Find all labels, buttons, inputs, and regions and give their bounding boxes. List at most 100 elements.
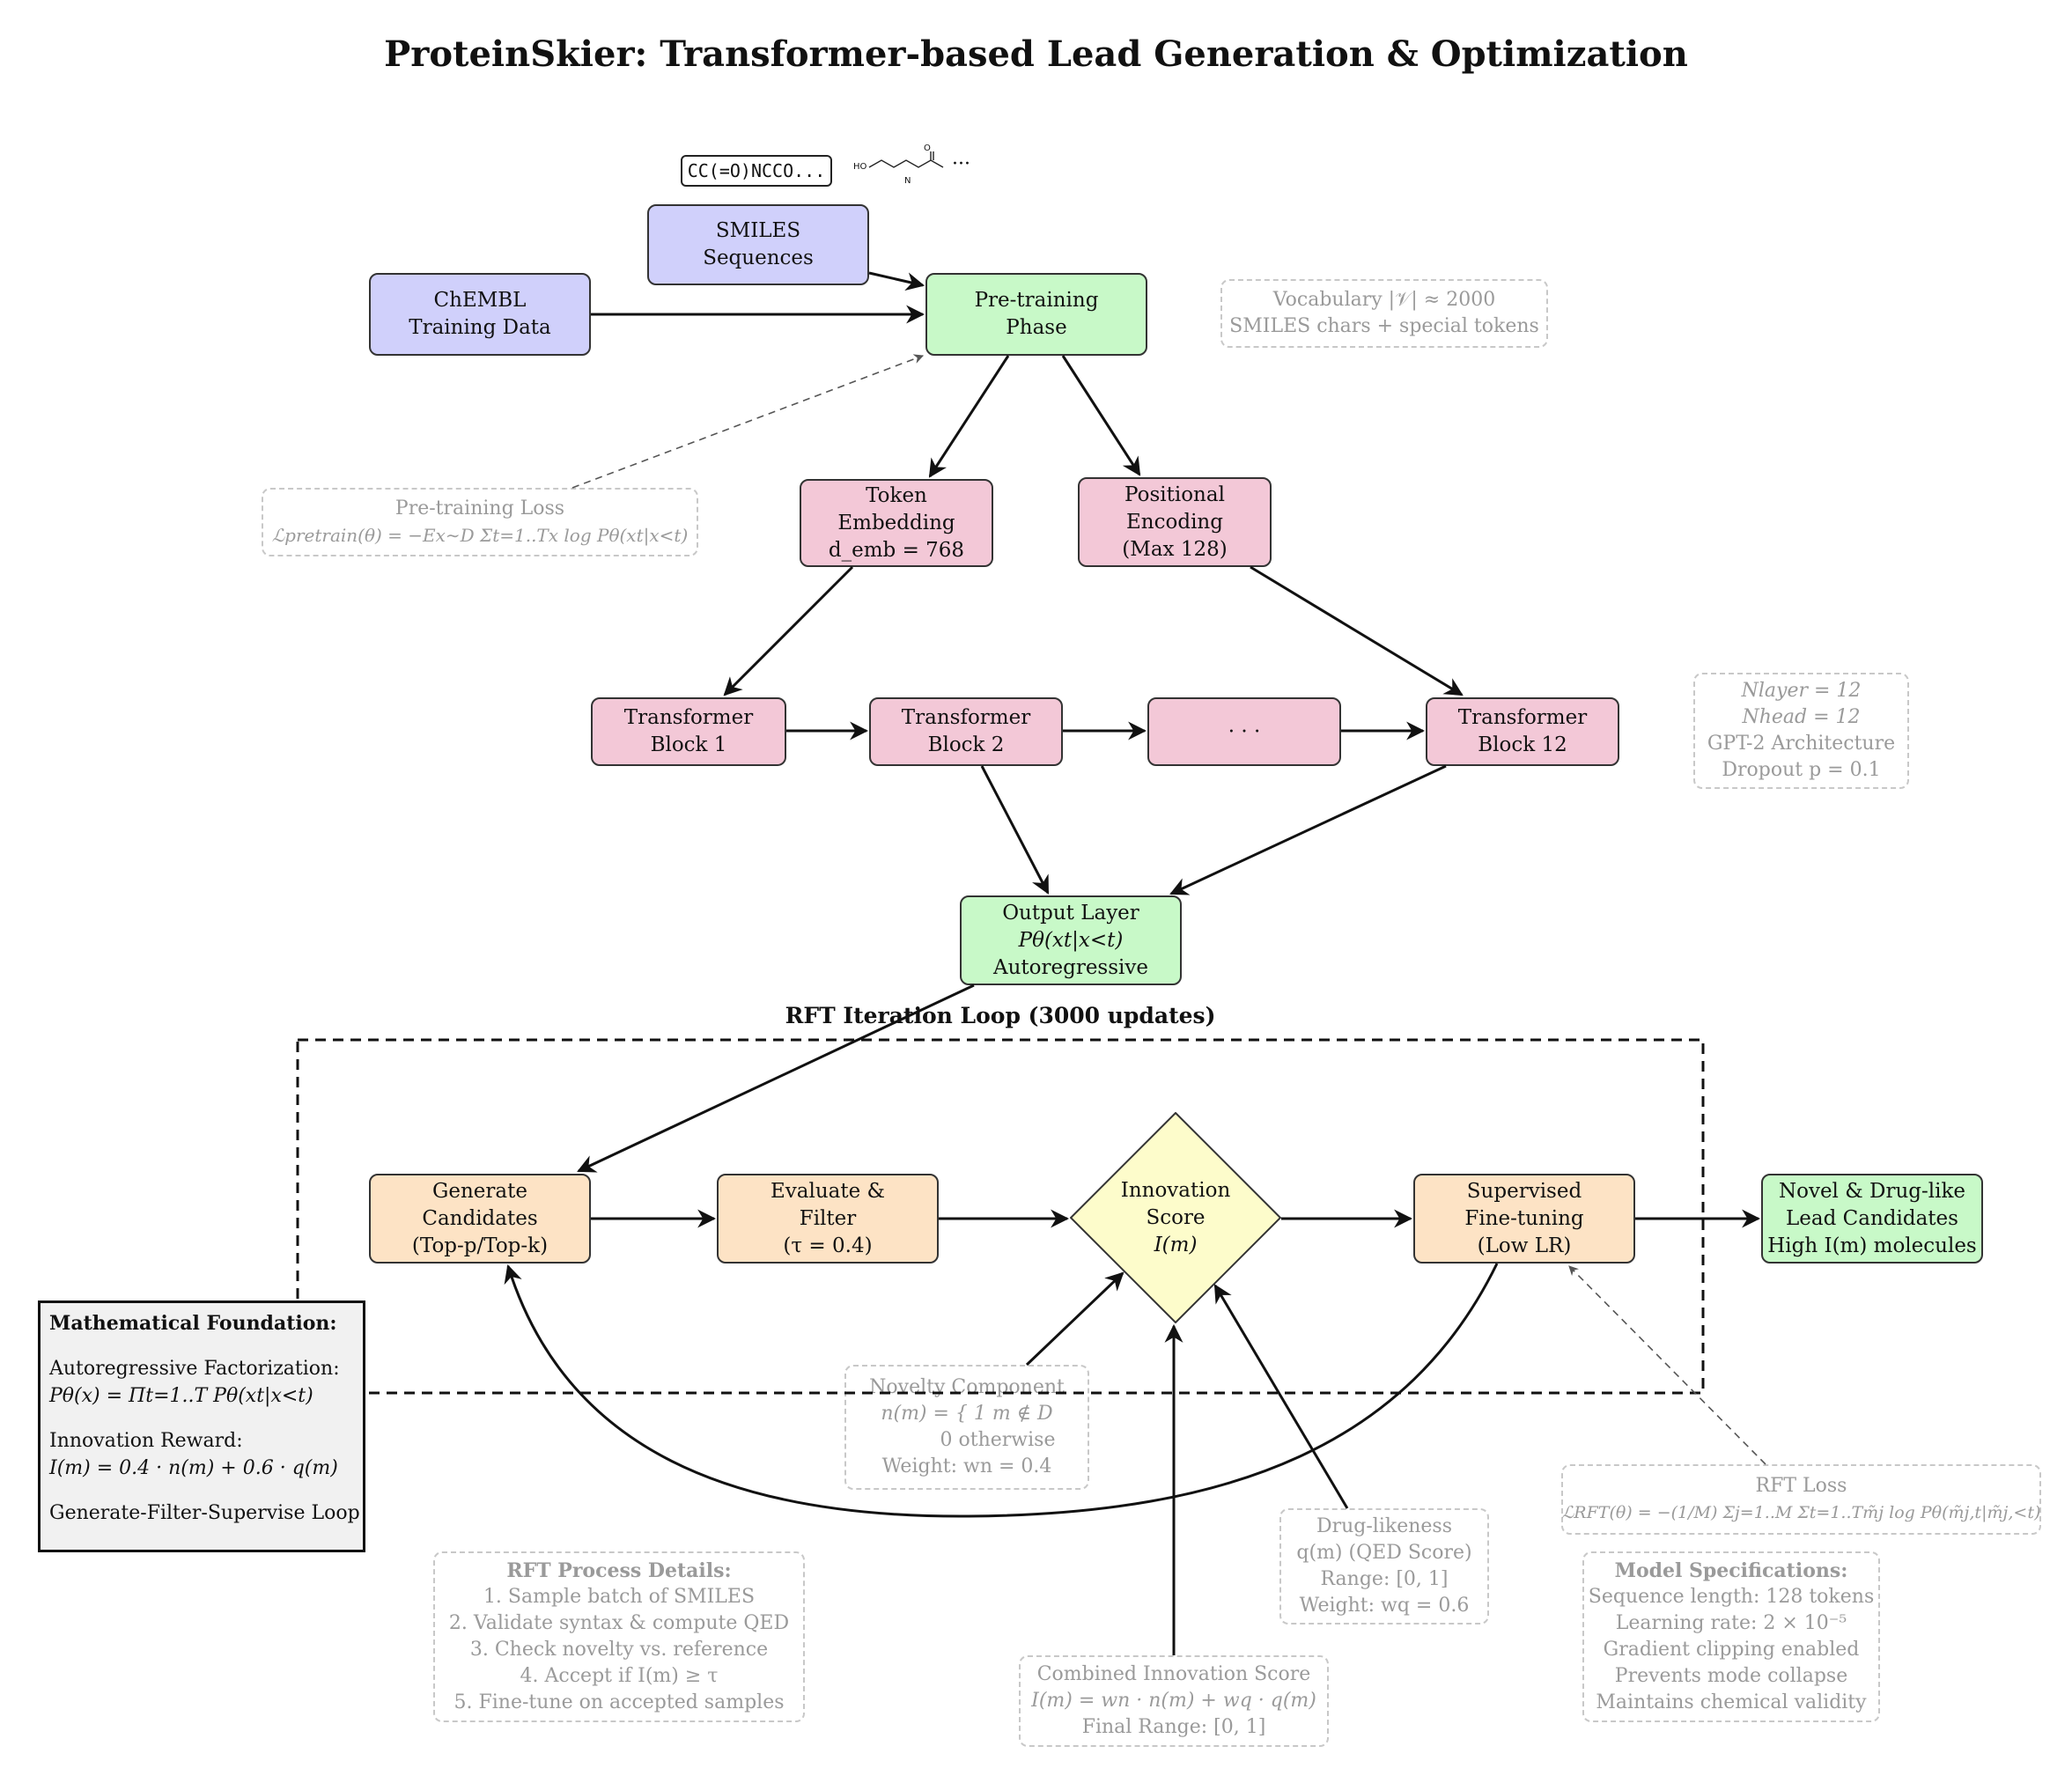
node-line: d_emb = 768 bbox=[828, 538, 965, 562]
node-line: Lead Candidates bbox=[1786, 1206, 1958, 1230]
node-line: Pθ(xt|x<t) bbox=[1018, 928, 1124, 952]
dashed-pretrain-loss-link bbox=[571, 354, 925, 489]
note-line: Novelty Component bbox=[869, 1376, 1065, 1398]
math-reward-label: Innovation Reward: bbox=[49, 1430, 243, 1452]
arrow-positional-encoding-to-block12 bbox=[1250, 565, 1464, 696]
node-line: Innovation bbox=[1120, 1178, 1231, 1202]
math-factorization: Pθ(x) = Πt=1..T Pθ(xt|x<t) bbox=[49, 1385, 313, 1407]
chembl-training-data-node: ChEMBL Training Data bbox=[369, 273, 591, 356]
transformer-block-2-node: Transformer Block 2 bbox=[869, 697, 1063, 766]
node-line: Score bbox=[1146, 1205, 1206, 1229]
smiles-sequences-node: SMILES Sequences bbox=[647, 204, 869, 285]
positional-encoding-node: Positional Encoding (Max 128) bbox=[1078, 477, 1272, 567]
model-specifications-note: Model Specifications: Sequence length: 1… bbox=[1582, 1551, 1880, 1722]
note-line: Dropout p = 0.1 bbox=[1722, 759, 1881, 781]
note-line: n(m) = { 1 m ∉ D bbox=[881, 1403, 1053, 1425]
smiles-code-example: CC(=O)NCCO... bbox=[681, 155, 832, 187]
note-line: Combined Innovation Score bbox=[1036, 1663, 1311, 1685]
note-line: Gradient clipping enabled bbox=[1603, 1639, 1860, 1661]
note-line: GPT-2 Architecture bbox=[1707, 733, 1896, 755]
rft-loss-note: RFT Loss ℒRFT(θ) = −(1/M) Σj=1..M Σt=1..… bbox=[1561, 1464, 2041, 1535]
vocabulary-note: Vocabulary |𝒱| ≈ 2000 SMILES chars + spe… bbox=[1220, 279, 1548, 348]
novel-lead-candidates-node: Novel & Drug-like Lead Candidates High I… bbox=[1761, 1174, 1983, 1264]
node-line: (Top-p/Top-k) bbox=[411, 1234, 549, 1257]
transformer-block-12-node: Transformer Block 12 bbox=[1426, 697, 1619, 766]
node-line: Generate bbox=[432, 1179, 527, 1203]
dashed-rft-loss-link bbox=[1568, 1265, 1766, 1465]
node-line: Token bbox=[866, 483, 927, 507]
molecule-atom-ho: HO bbox=[853, 162, 867, 172]
note-line: Sequence length: 128 tokens bbox=[1588, 1586, 1875, 1608]
novelty-component-note: Novelty Component n(m) = { 1 m ∉ D 0 oth… bbox=[844, 1365, 1089, 1490]
node-line: Block 1 bbox=[650, 733, 727, 756]
evaluate-filter-node: Evaluate & Filter (τ = 0.4) bbox=[717, 1174, 939, 1264]
node-line: Pre-training bbox=[974, 289, 1099, 312]
node-line: (Low LR) bbox=[1477, 1234, 1572, 1257]
arrow-novelty-to-score bbox=[1025, 1271, 1124, 1367]
rft-process-details-note: RFT Process Details: 1. Sample batch of … bbox=[433, 1551, 805, 1722]
drug-likeness-note: Drug-likeness q(m) (QED Score) Range: [0… bbox=[1279, 1508, 1489, 1625]
node-line: I(m) bbox=[1154, 1233, 1198, 1256]
note-line: q(m) (QED Score) bbox=[1296, 1542, 1472, 1564]
molecule-atom-o: O bbox=[924, 144, 931, 153]
node-line: Sequences bbox=[703, 247, 814, 269]
arrow-block12-to-output bbox=[1169, 764, 1447, 895]
node-line: Embedding bbox=[837, 511, 955, 534]
node-line: Novel & Drug-like bbox=[1778, 1179, 1966, 1203]
note-line: Pre-training Loss bbox=[394, 497, 565, 519]
note-line: 4. Accept if I(m) ≥ τ bbox=[520, 1665, 719, 1687]
node-line: · · · bbox=[1228, 719, 1261, 743]
node-line: SMILES bbox=[715, 219, 801, 242]
note-line: Prevents mode collapse bbox=[1614, 1665, 1848, 1687]
math-factorization-label: Autoregressive Factorization: bbox=[49, 1358, 340, 1380]
mathematical-foundation-box: Mathematical Foundation: Autoregressive … bbox=[38, 1300, 365, 1552]
node-line: Filter bbox=[799, 1206, 857, 1230]
note-line: 3. Check novelty vs. reference bbox=[469, 1639, 769, 1661]
pretraining-phase-node: Pre-training Phase bbox=[925, 273, 1147, 356]
rft-loop-frame bbox=[296, 1038, 1705, 1395]
node-line: Autoregressive bbox=[992, 955, 1148, 979]
note-line: Final Range: [0, 1] bbox=[1081, 1716, 1266, 1738]
generate-candidates-node: Generate Candidates (Top-p/Top-k) bbox=[369, 1174, 591, 1264]
innovation-score-node: Innovation Score I(m) bbox=[1070, 1112, 1281, 1323]
note-line: Vocabulary |𝒱| ≈ 2000 bbox=[1272, 289, 1496, 311]
note-line: ℒpretrain(θ) = −Ex∼D Σt=1..Tx log Pθ(xt|… bbox=[271, 525, 689, 546]
architecture-note: Nlayer = 12 Nhead = 12 GPT-2 Architectur… bbox=[1693, 673, 1909, 789]
node-line: Transformer bbox=[1457, 706, 1588, 729]
node-line: ChEMBL bbox=[433, 289, 527, 312]
node-line: Block 2 bbox=[927, 733, 1005, 756]
arrow-pretraining-to-token-embedding bbox=[928, 355, 1010, 478]
math-reward: I(m) = 0.4 · n(m) + 0.6 · q(m) bbox=[49, 1457, 338, 1479]
note-line: Nlayer = 12 bbox=[1741, 680, 1862, 702]
note-line: Learning rate: 2 × 10⁻⁵ bbox=[1615, 1612, 1847, 1634]
molecule-ellipsis: ··· bbox=[952, 153, 970, 175]
transformer-block-1-node: Transformer Block 1 bbox=[591, 697, 786, 766]
note-line: Nhead = 12 bbox=[1742, 706, 1861, 728]
node-line: High I(m) molecules bbox=[1767, 1234, 1977, 1257]
node-line: Phase bbox=[1006, 316, 1067, 339]
transformer-block-ellipsis-node: · · · bbox=[1147, 697, 1341, 766]
node-line: Supervised bbox=[1466, 1179, 1582, 1203]
output-layer-node: Output Layer Pθ(xt|x<t) Autoregressive bbox=[960, 895, 1182, 985]
node-line: Evaluate & bbox=[770, 1179, 885, 1203]
note-heading: Model Specifications: bbox=[1614, 1559, 1848, 1582]
note-line: RFT Loss bbox=[1755, 1475, 1847, 1497]
combined-innovation-score-note: Combined Innovation Score I(m) = wn · n(… bbox=[1019, 1655, 1329, 1747]
math-loop: Generate-Filter-Supervise Loop bbox=[49, 1502, 360, 1524]
node-line: Positional bbox=[1124, 483, 1225, 506]
node-line: (τ = 0.4) bbox=[783, 1234, 873, 1257]
arrow-pretraining-to-positional-encoding bbox=[1061, 355, 1141, 476]
node-line: Encoding bbox=[1126, 510, 1223, 534]
note-line: ℒRFT(θ) = −(1/M) Σj=1..M Σt=1..Tm̃j log … bbox=[1561, 1503, 2041, 1522]
note-line: 5. Fine-tune on accepted samples bbox=[453, 1691, 785, 1713]
node-line: Block 12 bbox=[1478, 733, 1567, 756]
rft-loop-label: RFT Iteration Loop (3000 updates) bbox=[785, 1003, 1216, 1028]
arrow-supervised-feedback-to-generate bbox=[504, 1263, 1499, 1518]
molecule-atom-nh: N bbox=[904, 176, 911, 186]
note-line: Weight: wn = 0.4 bbox=[881, 1455, 1052, 1477]
note-heading: RFT Process Details: bbox=[506, 1559, 732, 1582]
node-line: Transformer bbox=[901, 706, 1031, 729]
note-line: Weight: wq = 0.6 bbox=[1299, 1595, 1470, 1617]
